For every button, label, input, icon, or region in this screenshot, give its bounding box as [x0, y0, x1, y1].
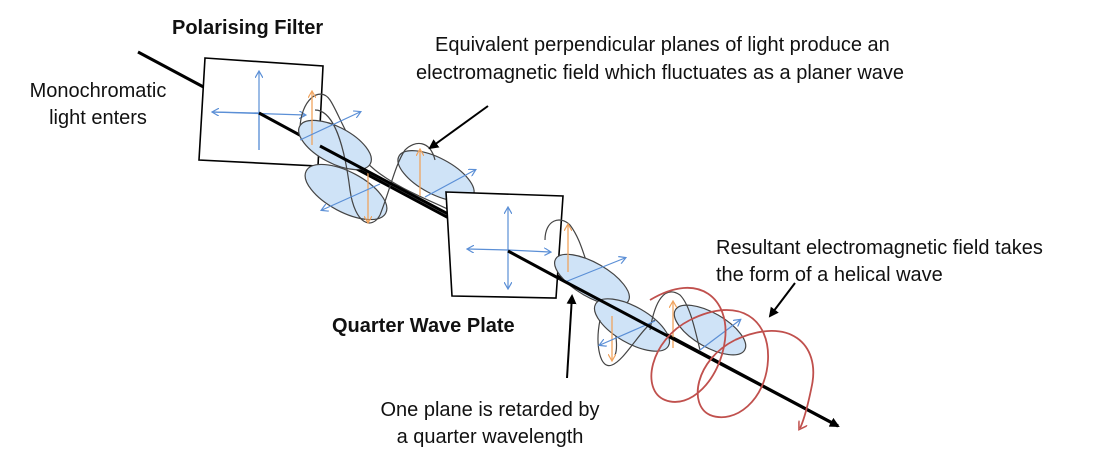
- pointer-planar-wave: [428, 105, 489, 150]
- quarter-wave-plate-label: Quarter Wave Plate: [332, 315, 515, 337]
- polarising-filter-label: Polarising Filter: [172, 17, 324, 39]
- helical-wave: [649, 287, 815, 428]
- resultant-field-label-line1: Resultant electromagnetic field takes: [716, 237, 1043, 259]
- quarter-wave-plate: [445, 191, 564, 299]
- polarising-filter: [198, 57, 324, 167]
- equivalent-planes-label-line1: Equivalent perpendicular planes of light…: [435, 34, 890, 56]
- pointer-helical-wave: [768, 282, 796, 318]
- monochromatic-label-line2: light enters: [49, 107, 147, 129]
- monochromatic-label-line1: Monochromatic: [29, 80, 167, 102]
- planar-wave-1: [298, 92, 481, 231]
- retarded-wave: [544, 219, 839, 428]
- retarded-plane-label-line1: One plane is retarded by: [380, 399, 600, 421]
- equivalent-planes-label-line2: electromagnetic field which fluctuates a…: [416, 62, 905, 84]
- resultant-field-label-line2: the form of a helical wave: [716, 264, 943, 286]
- retarded-plane-label-line2: a quarter wavelength: [396, 426, 584, 448]
- pointer-retarded-plane: [566, 294, 577, 379]
